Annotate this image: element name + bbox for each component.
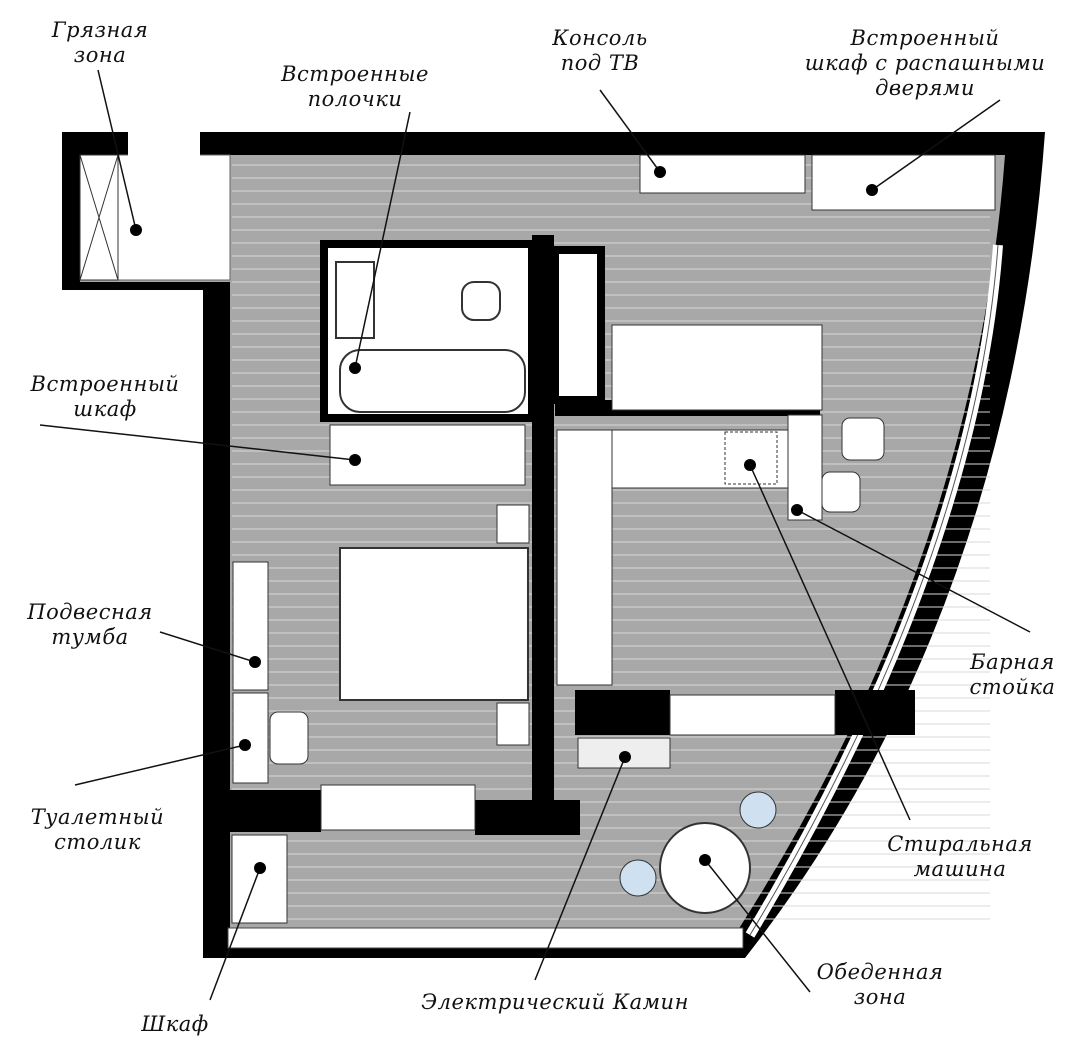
bedroom-bottom-wall-right bbox=[475, 800, 580, 835]
dressing-table bbox=[232, 692, 269, 784]
sofa bbox=[611, 324, 823, 411]
bedroom-wardrobe bbox=[329, 424, 526, 486]
balcony-wall-left bbox=[575, 690, 670, 735]
label-dirty-zone: Грязная зона bbox=[51, 18, 149, 67]
sink bbox=[335, 261, 375, 339]
bedroom-bottom-wall-left bbox=[203, 790, 321, 832]
label-dressing-table: Туалетный столик bbox=[30, 805, 165, 854]
balcony-bench bbox=[669, 694, 836, 736]
label-built-in-wardrobe: Встроенный шкаф bbox=[30, 372, 180, 421]
doormat bbox=[128, 110, 200, 158]
leader-lines bbox=[39, 69, 1031, 1001]
bed bbox=[339, 547, 529, 701]
label-bar-counter: Барная стойка bbox=[969, 650, 1056, 699]
nightstand bbox=[496, 504, 530, 544]
bar-counter bbox=[787, 414, 823, 521]
toilet bbox=[461, 281, 501, 321]
label-washing-machine: Стиральная машина bbox=[887, 832, 1033, 881]
label-swing-wardrobe: Встроенный шкаф с распашными дверями bbox=[804, 26, 1046, 100]
label-tv-console: Консоль под ТВ bbox=[552, 26, 648, 75]
balcony-wall-right bbox=[835, 690, 915, 735]
cabinet-cross bbox=[79, 154, 119, 281]
bedroom-bench bbox=[320, 784, 476, 831]
label-closet: Шкаф bbox=[141, 1012, 209, 1036]
partition-wall bbox=[532, 235, 554, 835]
leader-dots bbox=[130, 166, 878, 874]
window-frame bbox=[749, 244, 999, 936]
bar-chair bbox=[841, 417, 885, 461]
hanging-cabinet bbox=[232, 561, 269, 691]
label-fireplace: Электрический Камин bbox=[421, 990, 689, 1014]
label-hanging-cabinet: Подвесная тумба bbox=[27, 600, 153, 649]
dining-table bbox=[659, 822, 751, 914]
label-shelves: Встроенные полочки bbox=[281, 62, 429, 111]
bar-chair bbox=[821, 471, 861, 513]
label-dining-zone: Обеденная зона bbox=[816, 960, 944, 1009]
dining-chair bbox=[739, 791, 777, 829]
dressing-chair bbox=[269, 711, 309, 765]
balcony-closet bbox=[231, 834, 288, 924]
nightstand bbox=[496, 702, 530, 746]
kitchen-counter bbox=[556, 429, 613, 686]
balcony-sill bbox=[227, 927, 744, 949]
washing-machine bbox=[724, 431, 778, 485]
dirty-zone-tiles bbox=[117, 154, 231, 281]
tv-console bbox=[639, 154, 806, 194]
dining-chair bbox=[619, 859, 657, 897]
swing-wardrobe bbox=[811, 154, 996, 211]
bathtub bbox=[339, 349, 526, 413]
niche bbox=[551, 246, 605, 404]
